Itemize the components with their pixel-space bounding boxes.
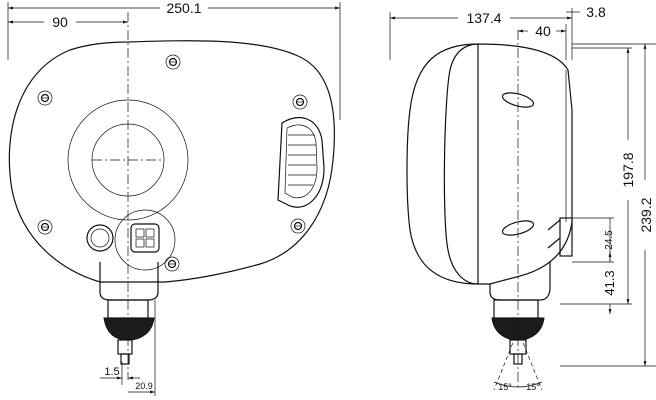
dim-label-overall-width: 250.1 — [166, 0, 201, 16]
dim-label-angle-left: 15° — [498, 382, 512, 392]
dim-mount-offset: 40 — [518, 23, 567, 60]
vent-lower — [501, 220, 535, 236]
dim-depth: 137.4 — [389, 8, 573, 60]
swivel-line-left — [493, 329, 519, 391]
dim-center-offset: 90 — [7, 14, 128, 30]
dim-bracket: 24.5 — [572, 217, 615, 262]
vent-upper — [501, 92, 535, 108]
side-housing — [477, 43, 573, 285]
dim-label-offset-small: 1.5 — [104, 366, 119, 378]
screw-upper-left — [37, 90, 53, 106]
dim-label-depth: 137.4 — [466, 10, 501, 26]
screw-lower-right — [290, 218, 306, 234]
dim-flange: 3.8 — [566, 4, 606, 20]
dim-label-height-lower: 41.3 — [602, 270, 617, 295]
screw-upper-right — [292, 94, 308, 110]
housing-outline — [8, 40, 335, 283]
swivel-line-right — [517, 329, 543, 391]
lens-dome — [406, 43, 479, 285]
dim-height-total: 239.2 — [560, 43, 656, 367]
indicator-lens — [277, 117, 325, 208]
dim-offset-small: 1.5 — [100, 362, 140, 385]
rubber-foot — [103, 317, 155, 341]
screw-top-right — [165, 54, 181, 70]
connector-socket — [114, 209, 176, 271]
side-washer — [493, 299, 539, 319]
indicator-lens-pattern — [288, 134, 316, 186]
dim-label-stud-width: 20.9 — [135, 381, 153, 391]
dim-overall-width: 250.1 — [7, 0, 341, 120]
dim-stud-width: 20.9 — [128, 300, 156, 396]
screw-bottom — [164, 256, 180, 272]
mount-stud — [117, 339, 133, 365]
side-view: 15° 15° 137.4 40 3.8 239.2 — [389, 4, 656, 392]
cable-gland — [86, 224, 114, 252]
rear-bracket — [547, 217, 573, 257]
dim-label-center-offset: 90 — [52, 14, 68, 30]
front-view: 250.1 90 1.5 20.9 — [7, 0, 341, 396]
dim-label-height-upper: 197.8 — [620, 152, 636, 187]
mount-neck — [99, 262, 159, 301]
bezel — [443, 43, 479, 285]
dim-label-bracket: 24.5 — [604, 230, 615, 250]
dim-label-mount-offset: 40 — [535, 23, 551, 39]
screw-lower-left — [37, 219, 53, 235]
dim-height-upper: 197.8 — [560, 47, 636, 305]
dim-label-angle-right: 15° — [526, 382, 540, 392]
dim-label-flange: 3.8 — [586, 4, 606, 20]
dim-label-height-total: 239.2 — [638, 197, 654, 232]
swivel-arc — [493, 381, 543, 388]
